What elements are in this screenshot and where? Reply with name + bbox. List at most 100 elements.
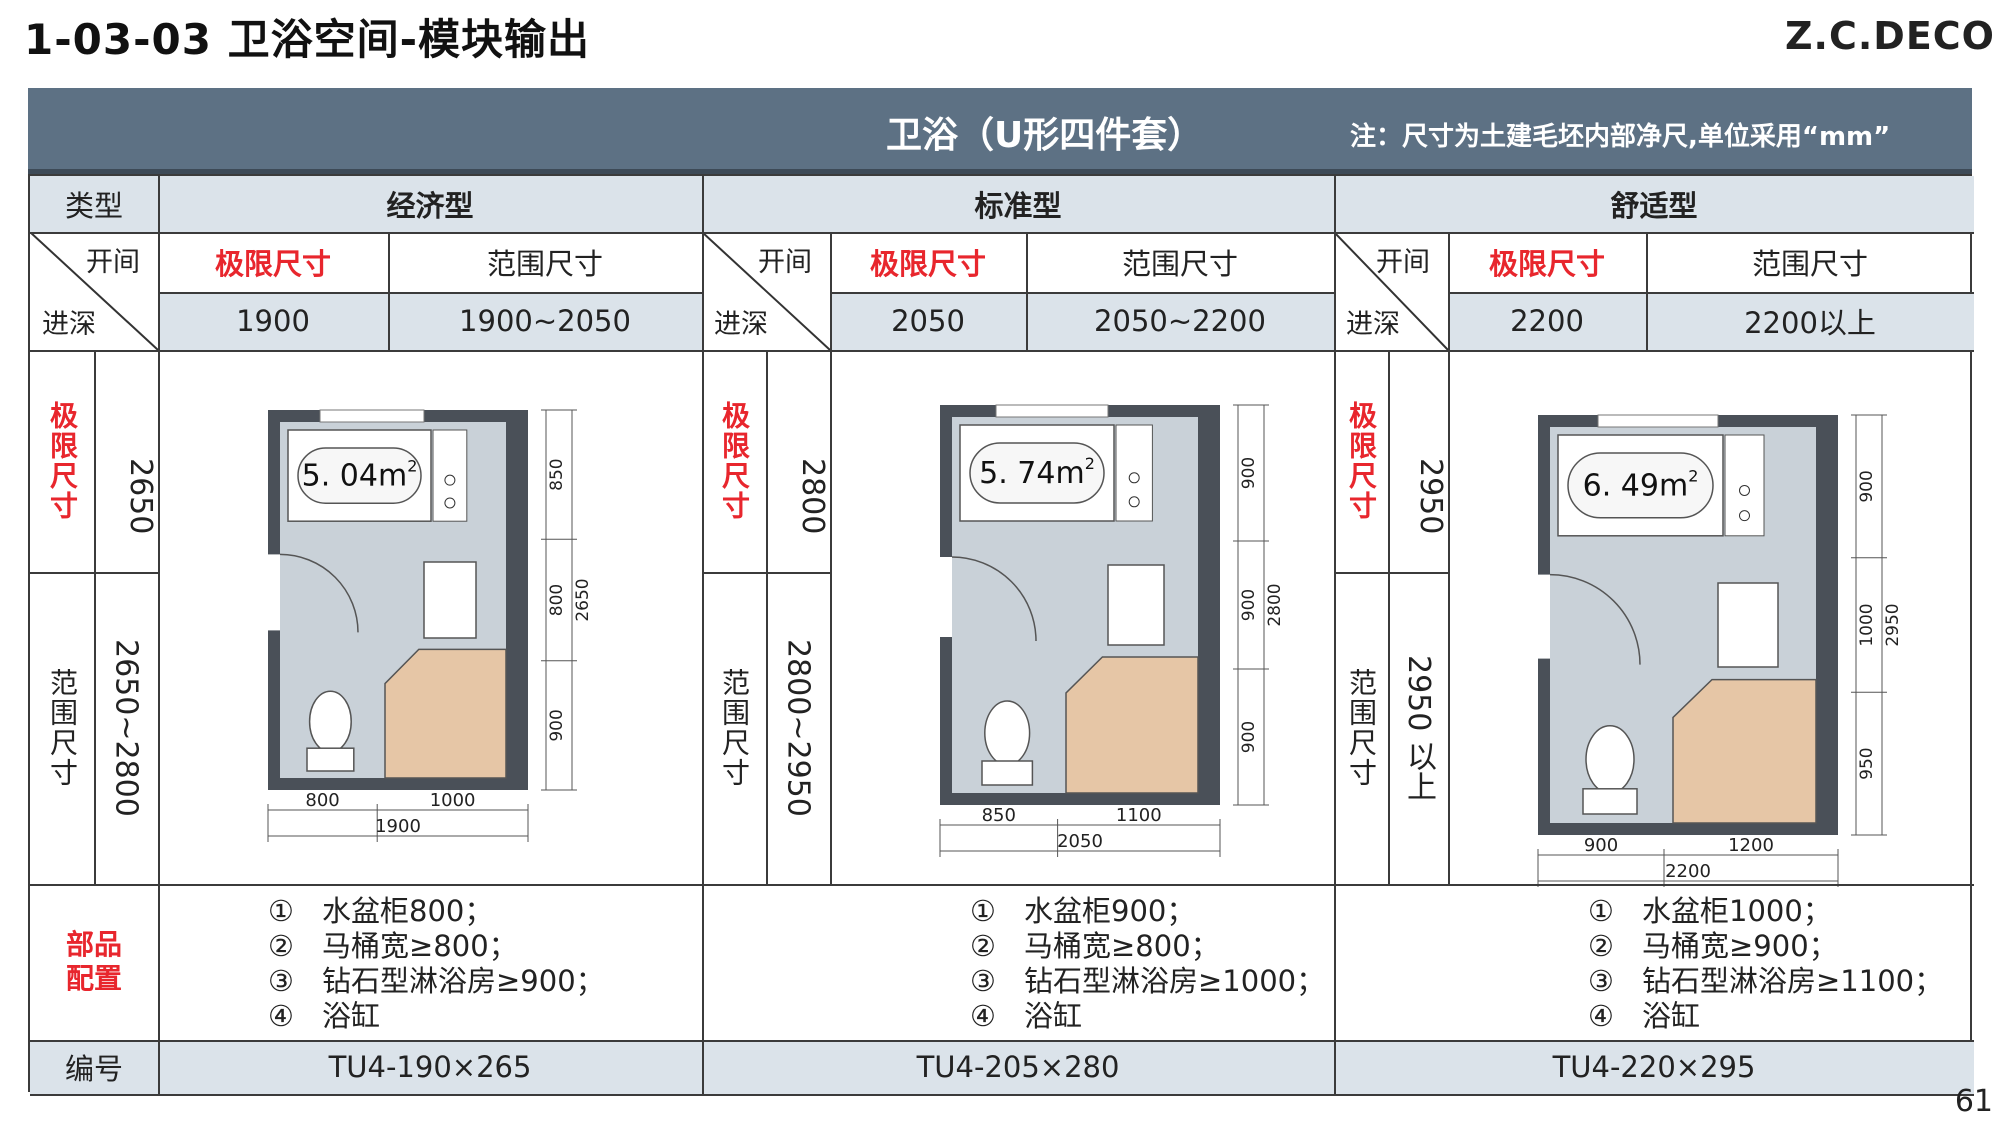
grid-line — [30, 884, 1974, 886]
item-text: 钻石型淋浴房≥1000； — [1024, 964, 1326, 998]
banner-title: 卫浴（U形四件套） — [886, 115, 1204, 156]
dim-label-v: 1000 — [1857, 603, 1877, 646]
bay-label-0: 开间 — [86, 247, 140, 278]
type-name-1: 标准型 — [974, 189, 1062, 223]
item-marker: ④ — [970, 999, 996, 1033]
plan-wall-bottom — [1538, 823, 1838, 835]
section-divider — [702, 176, 704, 1094]
diagonal-divider-0 — [30, 232, 158, 350]
dim-label-v-total: 2800 — [1265, 583, 1285, 626]
plan-window — [319, 409, 425, 423]
type-name-2: 舒适型 — [1610, 189, 1698, 223]
item-text: 马桶宽≥800； — [1024, 929, 1220, 963]
dim-label-v-total: 2650 — [573, 578, 593, 621]
plan-door-gap — [268, 554, 280, 631]
bathtub-basin — [969, 442, 1105, 504]
limit-vlabel-2: 极限尺寸 — [1345, 401, 1378, 521]
item-marker: ③ — [1588, 964, 1614, 998]
plan-wall-top-left — [940, 405, 996, 417]
area-superscript: 2 — [1085, 454, 1095, 473]
plan-door-swing — [951, 556, 1037, 642]
area-label: 6. 49m2 — [1583, 466, 1699, 503]
plan-wall-top-right — [1108, 405, 1220, 417]
grid-line — [30, 1040, 1974, 1042]
grid-line — [158, 292, 702, 294]
toilet-tank — [1582, 788, 1638, 815]
item-text: 钻石型淋浴房≥1100； — [1642, 964, 1944, 998]
table-banner: 卫浴（U形四件套） 注：尺寸为土建毛坯内部净尺,单位采用“mm” — [28, 88, 1972, 174]
item-marker: ① — [970, 894, 996, 928]
page-title: 1-03-03 卫浴空间-模块输出 — [24, 15, 591, 64]
dim-label-h: 850 — [982, 805, 1016, 826]
control-knob-icon — [1128, 496, 1140, 508]
depth-label-1: 进深 — [714, 309, 768, 340]
parts-item: ③ 钻石型淋浴房≥1000； — [970, 964, 1325, 999]
item-text: 马桶宽≥800； — [322, 929, 518, 963]
range-header-1: 范围尺寸 — [1121, 247, 1238, 281]
plan-wall-top-left — [1538, 415, 1598, 427]
plan-wall-top-right — [1718, 415, 1838, 427]
parts-item: ② 马桶宽≥800； — [970, 929, 1325, 964]
grid-line — [1646, 232, 1648, 350]
diagonal-divider-1 — [702, 232, 830, 350]
area-superscript: 2 — [407, 457, 417, 476]
dim-label-h: 1100 — [1116, 805, 1162, 826]
item-marker: ③ — [268, 964, 294, 998]
area-label: 5. 74m2 — [979, 454, 1095, 491]
plan-door-swing — [1549, 573, 1641, 665]
grid-line — [30, 1094, 1974, 1096]
toilet-bowl — [984, 700, 1031, 766]
grid-line — [94, 350, 96, 884]
code-1: TU4-205×280 — [702, 1040, 1334, 1094]
limit-header-1: 极限尺寸 — [869, 247, 986, 281]
dim-label-v: 900 — [1239, 589, 1259, 621]
dim-label-v: 800 — [547, 584, 567, 616]
toilet-tank — [981, 760, 1034, 786]
toilet-bowl — [308, 690, 352, 753]
dim-label-v: 900 — [1857, 470, 1877, 502]
limit-header-2: 极限尺寸 — [1488, 247, 1605, 281]
plan-wall-top-left — [268, 410, 320, 422]
dim-label-v: 900 — [1239, 721, 1259, 753]
dim-label-h: 1000 — [430, 790, 476, 811]
dim-label-v: 900 — [1239, 457, 1259, 489]
plan-wall-right — [1198, 405, 1220, 805]
item-marker: ④ — [1588, 999, 1614, 1033]
grid-line — [1026, 232, 1028, 350]
brand-logo: Z.C.DECO — [1784, 14, 1995, 58]
limit-vlabel-1: 极限尺寸 — [718, 401, 751, 521]
item-marker: ② — [970, 929, 996, 963]
item-marker: ① — [1588, 894, 1614, 928]
grid-line — [158, 232, 160, 884]
item-text: 浴缸 — [1642, 999, 1701, 1033]
dim-label-v-total: 2950 — [1883, 603, 1903, 646]
control-knob-icon — [444, 497, 456, 509]
item-marker: ③ — [970, 964, 996, 998]
grid-line — [830, 292, 1334, 294]
bathtub-basin — [297, 447, 422, 504]
grid-line — [1388, 350, 1390, 884]
plan-door-gap — [1538, 574, 1550, 659]
grid-line — [388, 232, 390, 350]
item-marker: ④ — [268, 999, 294, 1033]
type-label: 类型 — [64, 189, 123, 223]
bay-label-1: 开间 — [758, 247, 812, 278]
dim-label-h: 1200 — [1728, 835, 1774, 856]
grid-line — [1334, 572, 1448, 574]
dim-label-v: 850 — [547, 458, 567, 490]
shower-enclosure — [1672, 678, 1817, 824]
page-number: 61 — [1954, 1084, 1993, 1119]
grid-line — [158, 176, 160, 232]
range-depth-0: 2650~2800 — [108, 639, 144, 817]
grid-line — [158, 884, 160, 1094]
bathtub-basin — [1567, 452, 1714, 519]
plan-window — [1597, 414, 1719, 428]
range-vlabel-1: 范围尺寸 — [718, 668, 751, 788]
